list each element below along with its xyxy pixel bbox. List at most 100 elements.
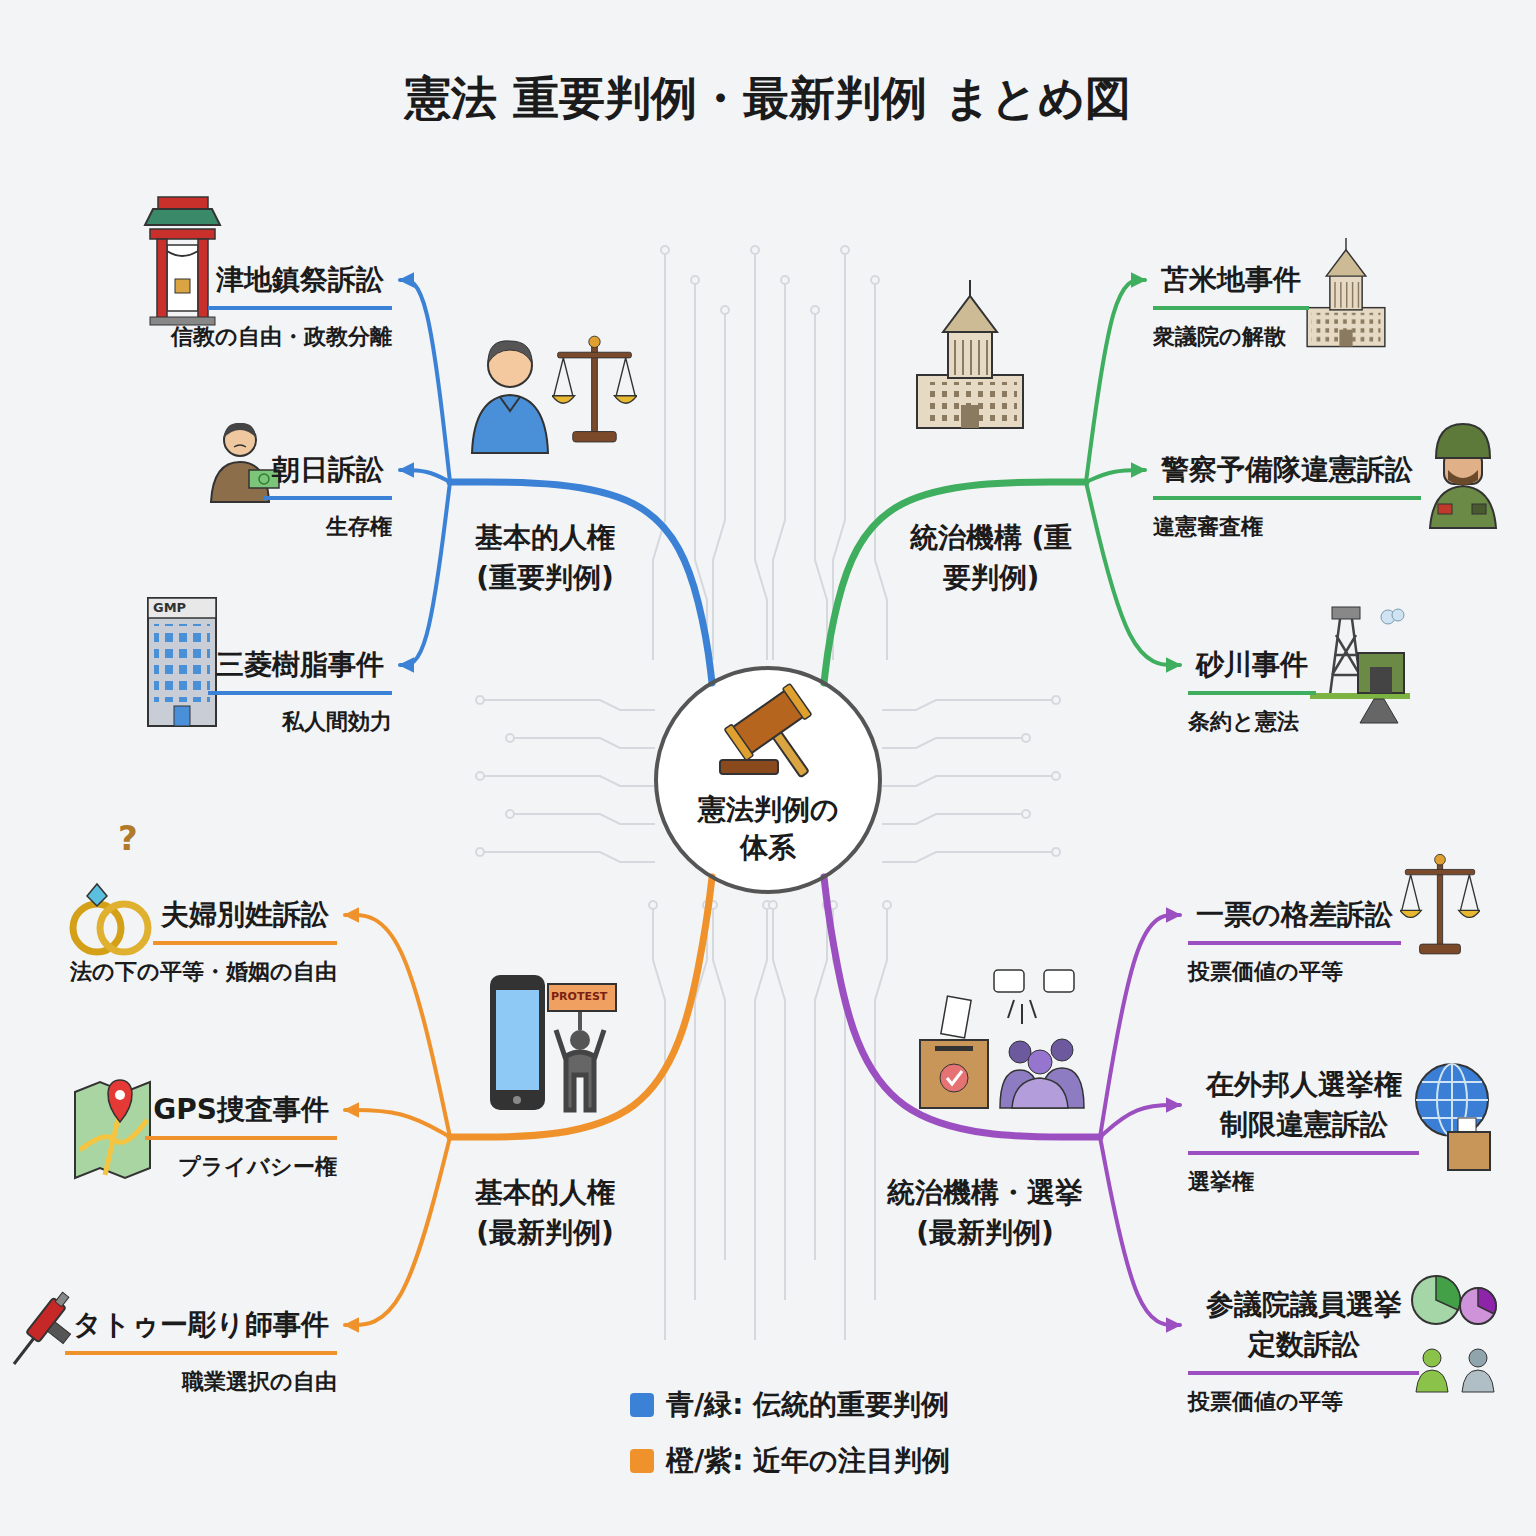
ballot-box-icon	[935, 1046, 973, 1051]
circuit-line	[882, 814, 1026, 824]
case-name: 三菱樹脂事件	[208, 645, 392, 695]
chart-people-icon	[1436, 1276, 1460, 1310]
rings-icon	[87, 884, 107, 906]
branch-label: 基本的人権 (重要判例)	[459, 518, 631, 598]
map-icon	[80, 1110, 147, 1175]
crowd-icon	[1044, 970, 1074, 992]
case-name: 津地鎮祭訴訟	[208, 260, 392, 310]
case-node: 一票の格差訴訟投票価値の平等	[1180, 891, 1409, 991]
case-node: 砂川事件条約と憲法	[1180, 641, 1324, 741]
chart-people-icon	[1423, 1349, 1441, 1367]
case-node: 在外邦人選挙権 制限違憲訴訟選挙権	[1180, 1061, 1427, 1201]
circuit-line	[480, 700, 655, 710]
circuit-line	[713, 905, 725, 1260]
circuit-dot	[751, 246, 759, 254]
circuit-dot	[661, 246, 669, 254]
branch-arrow	[345, 1110, 450, 1137]
case-node: 朝日訴訟生存権	[256, 446, 400, 546]
shrine-icon	[198, 239, 208, 319]
case-name: 一票の格差訴訟	[1188, 895, 1401, 945]
case-topic: 条約と憲法	[1188, 707, 1316, 737]
case-topic: 選挙権	[1188, 1167, 1419, 1197]
circuit-dot	[871, 276, 879, 284]
map-icon	[115, 1090, 125, 1100]
circuit-dot	[769, 901, 777, 909]
circuit-dot	[721, 306, 729, 314]
circuit-line	[773, 905, 785, 1300]
icon-label: PROTEST	[551, 990, 607, 1003]
case-topic: 職業選択の自由	[65, 1367, 337, 1397]
protest-icon	[548, 984, 616, 1110]
case-node: 参議院議員選挙 定数訴訟投票価値の平等	[1180, 1281, 1427, 1421]
case-name: タトゥー彫り師事件	[65, 1305, 337, 1355]
branch-hub: 基本的人権 (最新判例)	[450, 1137, 640, 1261]
circuit-line	[480, 852, 655, 862]
smartphone-icon	[490, 975, 545, 1110]
legend-swatch	[630, 1449, 654, 1473]
case-node: 苫米地事件衆議院の解散	[1145, 256, 1317, 356]
center-circle: 憲法判例の 体系	[653, 665, 883, 895]
case-topic: 信教の自由・政教分離	[171, 322, 392, 352]
shrine-icon	[150, 317, 215, 325]
globe-icon	[1416, 1064, 1488, 1136]
case-name: 砂川事件	[1188, 645, 1316, 695]
soldier-icon	[1472, 504, 1486, 514]
branch-hub: 統治機構 (重要判例)	[896, 482, 1086, 606]
chart-people-icon	[1416, 1370, 1448, 1392]
chart-people-icon	[1478, 1288, 1496, 1314]
chart-people-icon	[1460, 1288, 1496, 1324]
gavel-icon	[772, 731, 809, 778]
circuit-dot	[1052, 696, 1060, 704]
branch-arrow	[400, 470, 450, 482]
ballot-box-icon	[940, 1064, 968, 1092]
circuit-line	[882, 776, 1056, 786]
ballot-box-icon	[941, 996, 971, 1038]
circle-outline	[656, 668, 880, 892]
circuit-line	[755, 905, 767, 1340]
case-topic: 衆議院の解散	[1153, 322, 1309, 352]
circuit-dot	[811, 306, 819, 314]
smartphone-icon	[496, 990, 539, 1090]
company-building-icon	[148, 598, 216, 726]
poor-person-icon	[259, 474, 269, 484]
scales-icon	[1400, 854, 1480, 954]
protest-icon	[578, 1011, 582, 1030]
soldier-icon	[1438, 504, 1452, 514]
icon-label: ?	[118, 818, 138, 858]
branch-arrow	[345, 1137, 450, 1325]
case-topic: 投票価値の平等	[1188, 957, 1401, 987]
gavel-icon	[720, 760, 778, 774]
case-node: GPS捜査事件プライバシー権	[137, 1086, 345, 1186]
circuit-dot	[1022, 734, 1030, 742]
shrine-icon	[158, 197, 208, 209]
soldier-icon	[1430, 486, 1496, 528]
circuit-line	[773, 280, 785, 660]
airbase-icon	[1332, 607, 1360, 619]
globe-icon	[1416, 1064, 1488, 1136]
shrine-icon	[157, 239, 167, 319]
branch-arrow	[1086, 470, 1145, 482]
crowd-icon	[1008, 1000, 1036, 1024]
branch-label: 基本的人権 (最新判例)	[459, 1173, 631, 1253]
legend-text: 橙/紫: 近年の注目判例	[666, 1441, 950, 1481]
case-node: 三菱樹脂事件私人間効力	[200, 641, 400, 741]
branch-hub: 基本的人権 (重要判例)	[450, 482, 640, 606]
circuit-lines	[476, 246, 1060, 1340]
gavel-icon	[720, 683, 837, 797]
chart-people-icon	[1412, 1276, 1496, 1392]
airbase-icon	[1370, 667, 1392, 693]
legend: 青/緑: 伝統的重要判例橙/紫: 近年の注目判例	[630, 1385, 950, 1497]
poor-person-icon	[211, 423, 279, 502]
company-building-icon	[148, 598, 216, 726]
crowd-icon	[994, 970, 1084, 1108]
shrine-icon	[175, 279, 190, 293]
gavel-icon	[724, 724, 753, 760]
case-name: 夫婦別姓訴訟	[153, 895, 337, 945]
ballot-box-icon	[947, 1071, 962, 1084]
person-icon	[500, 397, 520, 411]
trunk-branch	[824, 877, 1100, 1137]
case-topic: 私人間効力	[208, 707, 392, 737]
circuit-dot	[506, 734, 514, 742]
globe-icon	[1448, 1132, 1490, 1170]
crowd-icon	[1012, 1078, 1068, 1108]
